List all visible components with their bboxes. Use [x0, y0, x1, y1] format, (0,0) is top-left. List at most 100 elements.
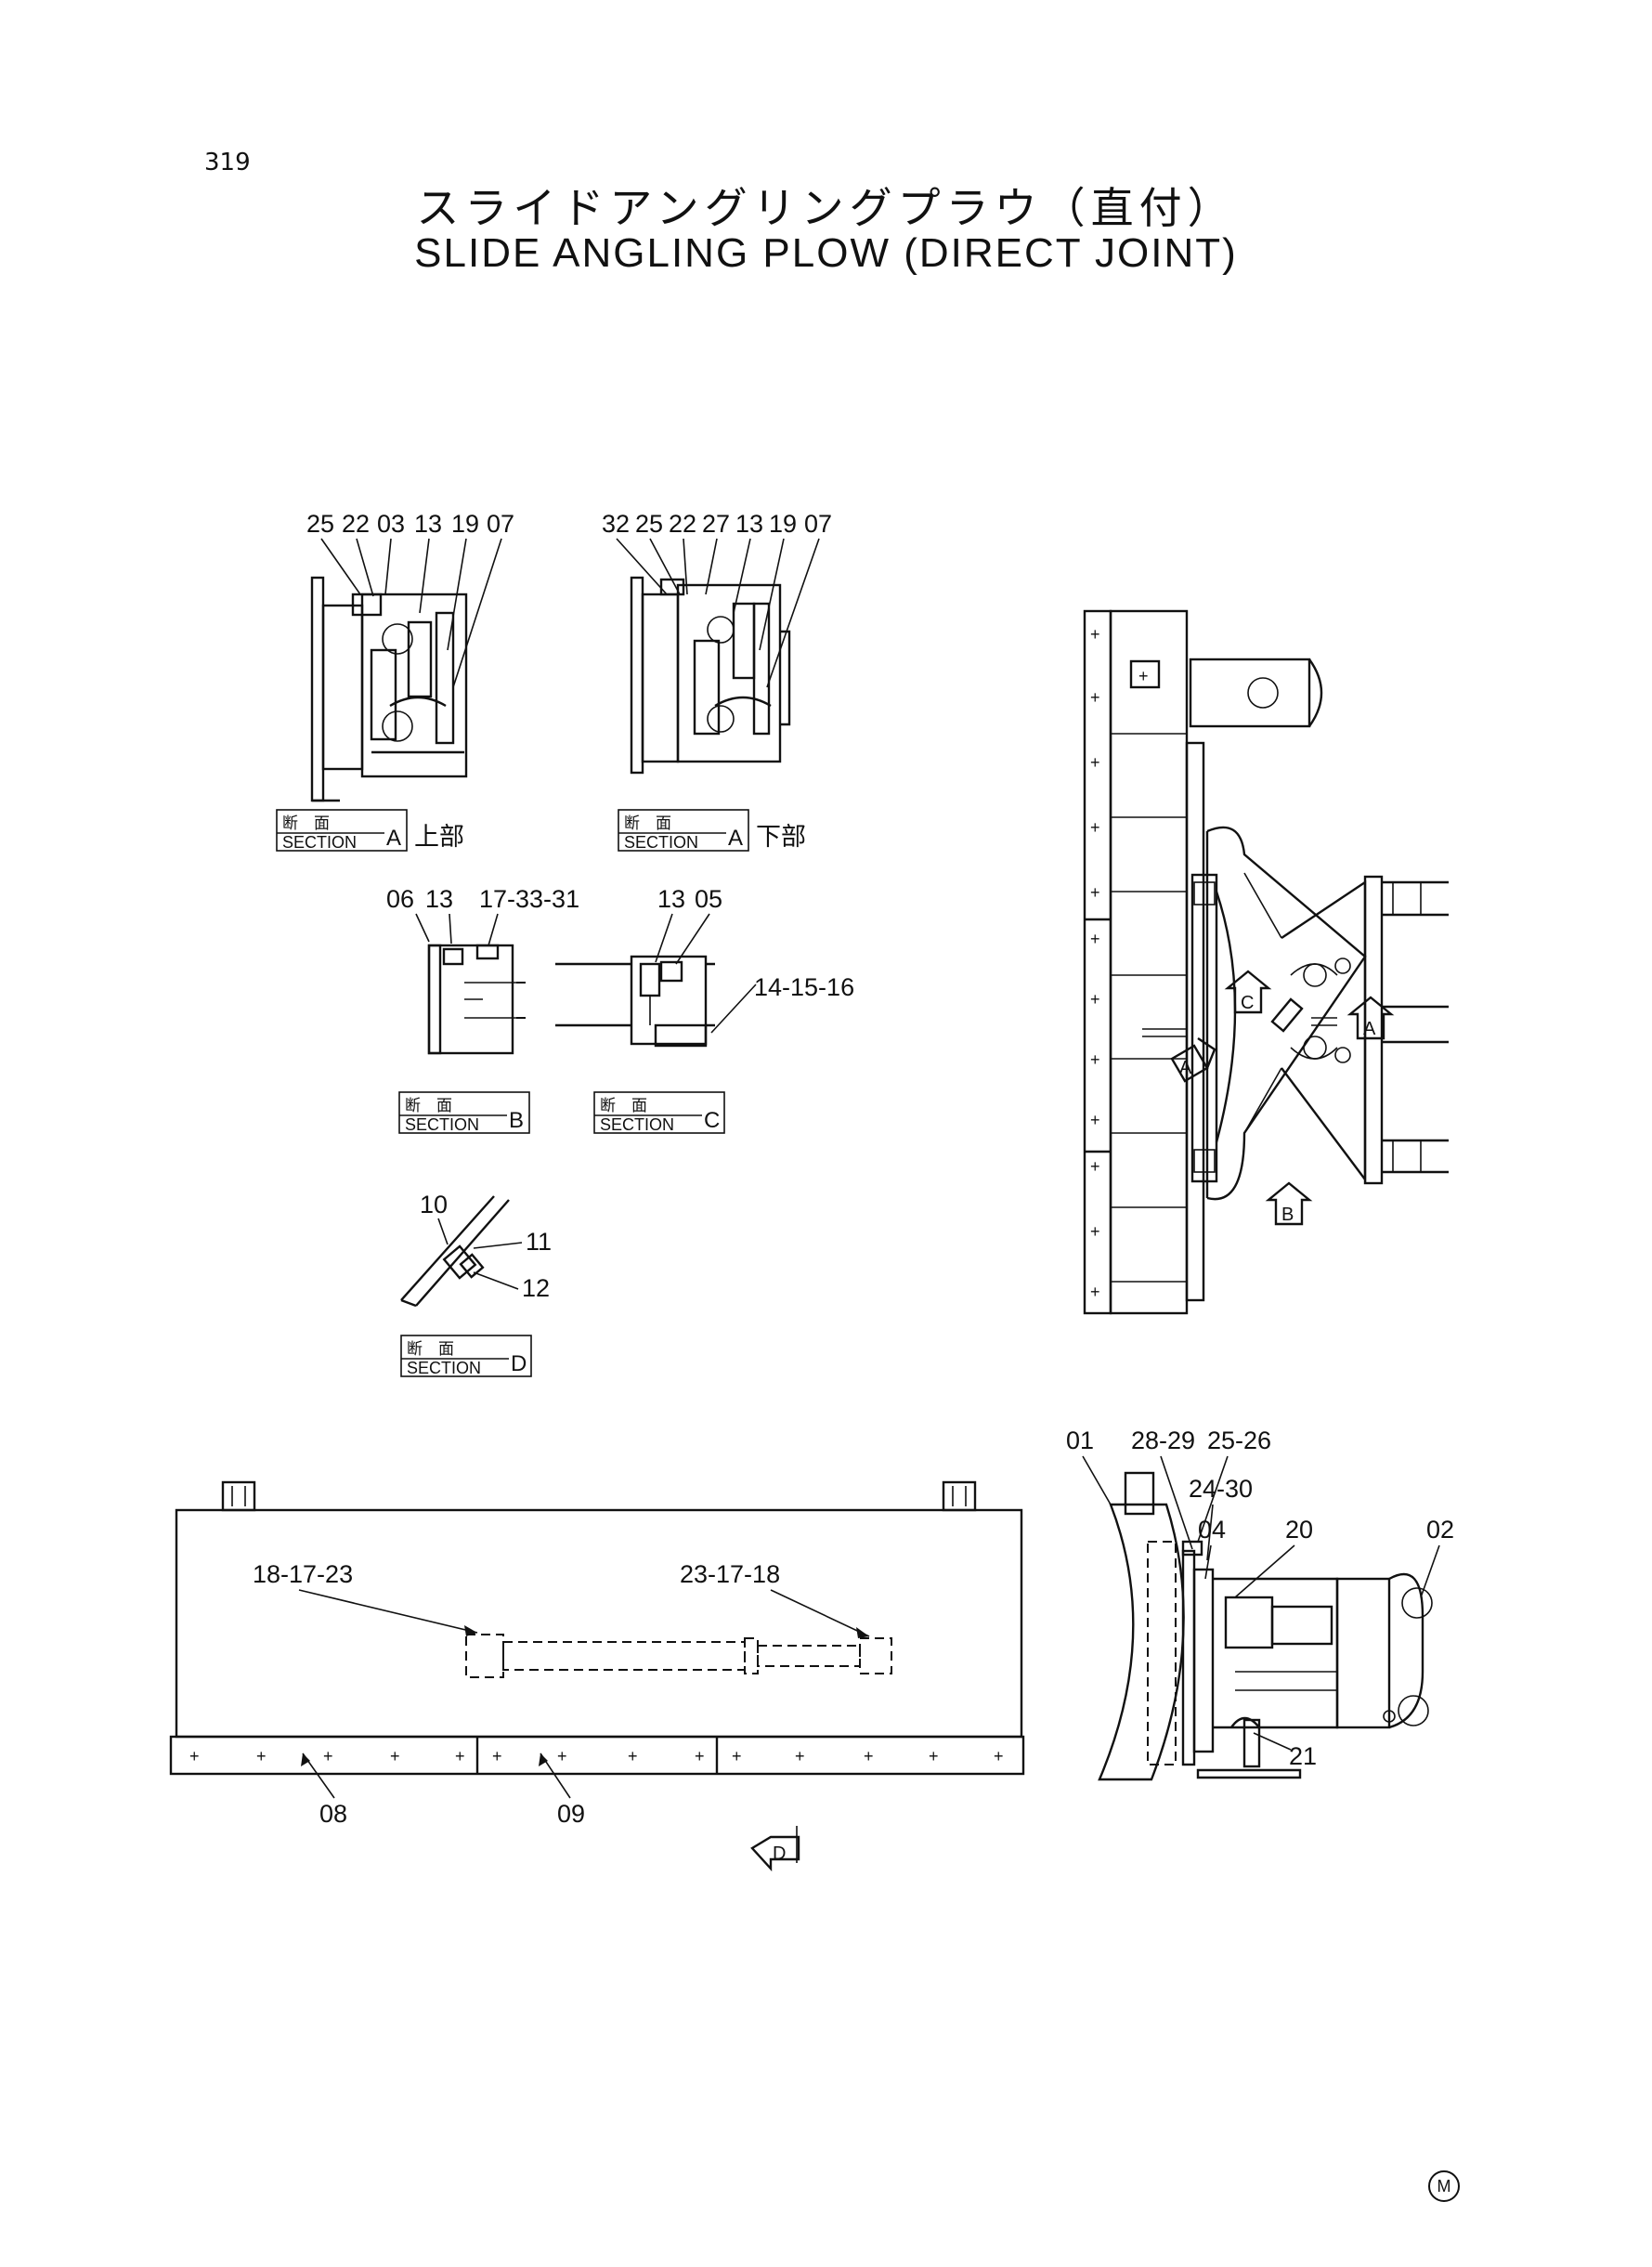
callout-13: 13 — [414, 510, 442, 538]
plus-mark: + — [1090, 930, 1100, 948]
plus-mark: + — [994, 1747, 1004, 1765]
section-d-view: 10 11 12 — [400, 1191, 552, 1308]
callout-05: 05 — [695, 885, 722, 913]
callout-11: 11 — [526, 1228, 552, 1256]
callout-03: 03 — [377, 510, 405, 538]
callout-13: 13 — [735, 510, 763, 538]
callout-14-15-16: 14-15-16 — [754, 973, 854, 1001]
plus-mark: + — [1090, 1157, 1100, 1176]
svg-text:SECTION: SECTION — [282, 833, 357, 852]
plus-mark: + — [557, 1747, 567, 1765]
plus-mark: + — [1090, 625, 1100, 644]
section-a-upper-label: 断 面 SECTION A 上部 — [276, 809, 464, 852]
plus-mark: + — [1090, 753, 1100, 772]
svg-text:上部: 上部 — [414, 823, 464, 851]
callout-18-17-23: 18-17-23 — [253, 1560, 353, 1588]
view-arrow-c: C — [1224, 970, 1272, 1014]
callout-25-26: 25-26 — [1207, 1427, 1271, 1454]
callout-25: 25 — [306, 510, 334, 538]
callout-28-29: 28-29 — [1131, 1427, 1195, 1454]
svg-text:断 面: 断 面 — [624, 814, 671, 832]
plus-mark: + — [1090, 1222, 1100, 1241]
svg-text:下部: 下部 — [756, 823, 806, 851]
callout-23-17-18: 23-17-18 — [680, 1560, 780, 1588]
svg-text:B: B — [1281, 1205, 1294, 1225]
view-arrow-a1: A — [1346, 996, 1395, 1040]
callout-22: 22 — [342, 510, 370, 538]
svg-text:断 面: 断 面 — [405, 1097, 452, 1114]
plow-top-view: C A A B + + + + + + + + + + + + + — [1083, 609, 1449, 1315]
svg-text:D: D — [511, 1351, 527, 1376]
callout-27: 27 — [702, 510, 730, 538]
title-japanese: スライドアングリングプラウ（直付） — [416, 183, 1236, 233]
section-a-lower-label: 断 面 SECTION A 下部 — [618, 809, 806, 852]
callout-20: 20 — [1285, 1516, 1313, 1544]
plus-mark: + — [1090, 688, 1100, 707]
svg-text:A: A — [1179, 1058, 1192, 1078]
svg-text:SECTION: SECTION — [405, 1115, 479, 1134]
plus-mark: + — [455, 1747, 465, 1765]
plus-mark: + — [864, 1747, 874, 1765]
plus-mark: + — [929, 1747, 939, 1765]
plus-mark: + — [1090, 1111, 1100, 1129]
svg-text:D: D — [773, 1844, 786, 1864]
plus-mark: + — [695, 1747, 705, 1765]
section-c-label: 断 面 SECTION C — [593, 1091, 725, 1134]
callout-21: 21 — [1289, 1742, 1317, 1770]
callout-24-30: 24-30 — [1189, 1475, 1253, 1503]
callout-12: 12 — [522, 1274, 550, 1302]
callout-10: 10 — [420, 1191, 448, 1218]
svg-text:A: A — [1363, 1019, 1376, 1039]
plus-mark: + — [1090, 1283, 1100, 1301]
plus-mark: + — [256, 1747, 267, 1765]
plus-mark: + — [1090, 1050, 1100, 1069]
plus-mark: + — [1090, 990, 1100, 1009]
callout-32: 32 — [602, 510, 630, 538]
callout-09: 09 — [557, 1800, 585, 1828]
plus-mark: + — [795, 1747, 805, 1765]
svg-text:A: A — [386, 826, 401, 851]
svg-text:C: C — [704, 1108, 720, 1133]
plus-mark: + — [1138, 667, 1149, 685]
plus-mark: + — [1090, 883, 1100, 902]
callout-06: 06 — [386, 885, 414, 913]
view-arrow-b: B — [1265, 1181, 1313, 1226]
callout-02: 02 — [1426, 1516, 1454, 1544]
section-d-label: 断 面 SECTION D — [400, 1335, 532, 1377]
view-arrow-a2: A — [1170, 1037, 1216, 1083]
callout-13: 13 — [425, 885, 453, 913]
svg-text:断 面: 断 面 — [407, 1340, 454, 1358]
callout-19: 19 — [769, 510, 797, 538]
svg-text:C: C — [1241, 993, 1254, 1013]
svg-text:A: A — [728, 826, 743, 851]
svg-text:断 面: 断 面 — [282, 814, 330, 832]
section-b-view: 06 13 17-33-31 — [386, 885, 579, 1055]
svg-text:SECTION: SECTION — [407, 1359, 481, 1377]
plus-mark: + — [390, 1747, 400, 1765]
maker-mark: M — [1428, 2170, 1460, 2202]
plus-mark: + — [189, 1747, 200, 1765]
callout-25: 25 — [635, 510, 663, 538]
section-a-upper-view: 25 22 03 13 19 07 — [306, 510, 514, 802]
svg-text:SECTION: SECTION — [624, 833, 698, 852]
svg-text:断 面: 断 面 — [600, 1097, 647, 1114]
svg-text:SECTION: SECTION — [600, 1115, 674, 1134]
plus-mark: + — [732, 1747, 742, 1765]
plow-front-view: 18-17-23 23-17-18 08 09 + + + + + + + + … — [169, 1480, 1025, 1872]
callout-13: 13 — [657, 885, 685, 913]
view-arrow-d: D — [750, 1826, 800, 1872]
callout-07: 07 — [804, 510, 832, 538]
section-b-label: 断 面 SECTION B — [398, 1091, 530, 1134]
plus-mark: + — [628, 1747, 638, 1765]
callout-01: 01 — [1066, 1427, 1094, 1454]
callout-07: 07 — [487, 510, 514, 538]
callout-17-33-31: 17-33-31 — [479, 885, 579, 913]
plus-mark: + — [323, 1747, 333, 1765]
callout-19: 19 — [451, 510, 479, 538]
plus-mark: + — [1090, 818, 1100, 837]
page-number: 319 — [204, 149, 251, 176]
svg-text:B: B — [509, 1108, 524, 1133]
callout-22: 22 — [669, 510, 696, 538]
title-english: SLIDE ANGLING PLOW (DIRECT JOINT) — [414, 230, 1238, 276]
